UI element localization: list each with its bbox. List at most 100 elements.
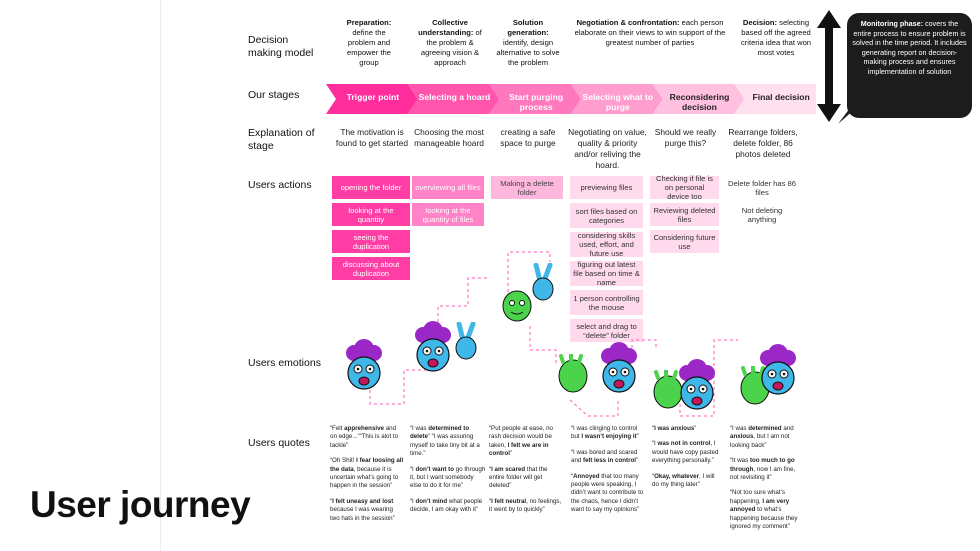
decision-model-heading: Solution generation:	[507, 18, 549, 37]
quote-text: “I was clinging to control but	[571, 425, 638, 441]
stage-chevron	[734, 84, 816, 114]
decision-model-item: Solution generation: identify, design al…	[494, 18, 562, 68]
quote-text: , now I am fine, not revisiting it”	[730, 465, 796, 482]
stage-label: Final decision	[752, 92, 810, 102]
user-quote: “Oh Shit! I fear loosing all the data, b…	[330, 457, 404, 491]
user-action-card: Reviewing deleted files	[650, 203, 719, 226]
user-quote: “Not too sure what’s happening, I am ver…	[730, 489, 804, 531]
row-label-actions: Users actions	[248, 179, 312, 191]
stage-chevron	[326, 84, 418, 114]
quote-text: what people decide, I am okay with it”	[410, 497, 483, 514]
quote-emphasis: don’t mind	[415, 497, 448, 505]
quote-text: , I would have copy pasted everything pe…	[652, 440, 719, 465]
user-action-card: Not deleting anything	[725, 203, 799, 226]
monitoring-text: covers the entire process to ensure prob…	[852, 19, 967, 76]
quote-emphasis: was not in control	[657, 440, 711, 448]
user-quote: “Annoyed that too many people were speak…	[571, 473, 647, 515]
quote-emphasis: too much to go through	[730, 457, 795, 473]
decision-model-text: identify, design alternative to solve th…	[496, 38, 560, 67]
scared-face-icon	[601, 342, 637, 393]
decision-model-text: selecting based off the agreed criteria …	[740, 18, 812, 57]
user-quote: “I was determined to delete” “I was assu…	[410, 425, 486, 459]
peace-hand-icon	[455, 322, 477, 360]
user-quote: “I felt neutral, no feelings, it went by…	[489, 498, 563, 515]
user-action-card: sort files based on categories	[570, 203, 643, 228]
row-label-decision-model: Decision making model	[248, 34, 314, 59]
quote-text: “	[330, 497, 333, 505]
user-quote: “I was bored and scared and felt less in…	[571, 449, 647, 466]
user-quote: “Okay, whatever, I will do my thing late…	[652, 473, 722, 490]
stage-label: Reconsidering decision	[669, 92, 730, 112]
left-divider	[160, 0, 161, 551]
quote-text: ”	[636, 433, 639, 441]
user-action-card: Considering future use	[650, 230, 719, 253]
scared-face-icon	[760, 344, 796, 395]
stage-explanation: Choosing the most manageable hoard	[414, 127, 484, 148]
quote-text: “	[489, 465, 492, 473]
page-title: User journey	[30, 484, 251, 525]
quote-text: and on edge...”“This is alot to tackle”	[330, 425, 399, 449]
user-quote: “I was clinging to control but I wasn’t …	[571, 425, 647, 442]
decision-model-item: Collective understanding: of the problem…	[414, 18, 486, 68]
quote-emphasis: anxious	[730, 433, 754, 441]
quote-text: “Felt	[330, 425, 345, 432]
stage-chevron-bar	[326, 84, 816, 114]
quote-text: “I was	[410, 425, 429, 432]
user-action-card: looking at the quantity	[332, 203, 410, 226]
user-quote: “I am scared that the entire folder will…	[489, 466, 563, 491]
quote-emphasis: I fear loosing all the data	[330, 457, 404, 473]
user-action-card: opening the folder	[332, 176, 410, 199]
quote-text: “Oh Shit!	[330, 457, 357, 465]
quote-emphasis: determined	[748, 425, 782, 432]
quote-column: “I was determined and anxious, but I am …	[730, 425, 804, 538]
decision-model-text: each person elaborate on their views to …	[574, 18, 726, 47]
monitoring-title: Monitoring phase:	[860, 19, 924, 28]
quote-text: , but I am not looking back”	[730, 433, 790, 449]
user-action-card: select and drag to “delete” folder	[570, 319, 643, 342]
quote-text: , I will do my thing later”	[652, 472, 715, 489]
quote-text: “I	[410, 465, 416, 473]
row-label-stages: Our stages	[248, 89, 300, 101]
user-action-card: previewing files	[570, 176, 643, 199]
stage-chevron	[652, 84, 745, 114]
user-action-card: figuring out latest file based on time &…	[570, 260, 643, 287]
user-quote: “It was too much to go through, now I am…	[730, 457, 804, 482]
quote-column: “I was clinging to control but I wasn’t …	[571, 425, 647, 522]
quote-text: “	[489, 497, 492, 505]
quote-emphasis: I am very annoyed	[730, 497, 790, 514]
stage-chevron	[571, 84, 663, 114]
quote-column: “Put people at ease, no rash decision wo…	[489, 425, 563, 522]
decision-model-heading: Negotiation & confrontation:	[576, 18, 680, 27]
quote-text: that too many people were speaking, I di…	[571, 472, 644, 514]
quote-text: , no feelings, it went by to quickly”	[489, 497, 562, 514]
green-hand-icon	[558, 354, 588, 393]
user-quote: “I was determined and anxious, but I am …	[730, 425, 804, 450]
scared-face-icon	[346, 339, 382, 390]
stage-explanation: Rearrange folders, delete folder, 86 pho…	[728, 127, 798, 159]
quote-emphasis: I wasn’t enjoying it	[581, 433, 637, 441]
stage-explanation: The motivation is found to get started	[335, 127, 409, 148]
user-action-card: considering skills used, effort, and fut…	[570, 231, 643, 258]
green-ghost-icon	[502, 290, 532, 322]
quote-text: “I	[652, 440, 658, 448]
user-quote: “Put people at ease, no rash decision wo…	[489, 425, 563, 459]
user-quote: “I don’t mind what people decide, I am o…	[410, 498, 486, 515]
user-action-card: Making a delete folder	[491, 176, 563, 199]
quote-text: ”	[636, 457, 639, 465]
decision-model-text: define the problem and empower the group	[347, 28, 391, 67]
quote-text: , because it is uncertain what’s going t…	[330, 465, 399, 490]
decision-model-heading: Decision:	[742, 18, 778, 27]
decision-model-text: of the problem & agreeing vision & appro…	[420, 28, 482, 67]
quote-emphasis: Annoyed	[573, 472, 600, 480]
quote-column: “I was anxious”“I was not in control, I …	[652, 425, 722, 496]
quote-emphasis: I felt neutral	[491, 497, 527, 505]
quote-text: ”	[694, 425, 697, 432]
quote-text: because I was wearing two hats in the se…	[330, 506, 395, 522]
quote-emphasis: apprehensive	[344, 425, 385, 432]
quote-text: “Put people at ease, no rash decision wo…	[489, 425, 553, 449]
quote-text: “I was bored and scared and	[571, 448, 638, 465]
quote-emphasis: I felt uneasy and lost	[332, 497, 394, 505]
decision-model-heading: Preparation:	[346, 18, 392, 27]
stage-chevron	[489, 84, 581, 114]
scared-face-icon	[679, 359, 715, 410]
